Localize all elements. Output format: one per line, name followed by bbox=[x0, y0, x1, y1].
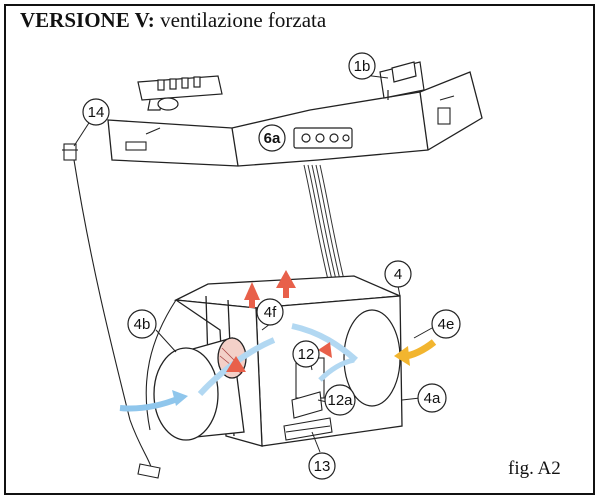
svg-text:13: 13 bbox=[314, 458, 331, 475]
airflow-blue-12a bbox=[318, 357, 355, 382]
svg-text:4e: 4e bbox=[438, 316, 455, 333]
airflow-red-1 bbox=[244, 282, 260, 300]
svg-text:4: 4 bbox=[394, 266, 402, 283]
airflow-red-4 bbox=[318, 342, 332, 358]
airflow-arrows bbox=[119, 270, 437, 412]
connector-block-6a bbox=[293, 127, 353, 149]
airflow-blue-right bbox=[291, 323, 358, 363]
diagram-title: VERSIONE V: ventilazione forzata bbox=[20, 8, 326, 33]
sensor-14 bbox=[62, 143, 78, 161]
control-panel-board bbox=[107, 71, 483, 167]
svg-text:1b: 1b bbox=[354, 58, 371, 75]
svg-text:4b: 4b bbox=[134, 316, 151, 333]
switch-component-1b bbox=[379, 61, 425, 100]
power-plug bbox=[137, 463, 161, 479]
callout-1b: 1b bbox=[348, 52, 376, 80]
board-slot-left bbox=[125, 127, 161, 151]
wire-harness bbox=[303, 164, 347, 289]
board-slot-right bbox=[437, 95, 455, 125]
sensor-cable bbox=[73, 159, 177, 471]
callout-4b: 4b bbox=[127, 309, 157, 339]
callout-12a: 12a bbox=[324, 384, 356, 416]
callout-4e: 4e bbox=[431, 309, 461, 339]
title-description: ventilazione forzata bbox=[154, 8, 327, 32]
callout-4: 4 bbox=[384, 260, 412, 288]
svg-text:4f: 4f bbox=[264, 304, 277, 321]
callout-4f: 4f bbox=[256, 298, 284, 326]
duct-cylinder-4b bbox=[153, 337, 247, 441]
svg-text:12: 12 bbox=[298, 346, 315, 363]
airflow-red-3 bbox=[226, 356, 246, 372]
svg-text:6a: 6a bbox=[264, 130, 281, 147]
callout-6a: 6a bbox=[258, 124, 286, 152]
callout-4a: 4a bbox=[417, 383, 447, 413]
callout-13: 13 bbox=[308, 452, 336, 480]
callout-14: 14 bbox=[82, 98, 110, 126]
svg-text:12a: 12a bbox=[327, 392, 353, 409]
terminal-bracket bbox=[137, 75, 223, 111]
svg-text:4a: 4a bbox=[424, 390, 441, 407]
airflow-red-2 bbox=[276, 270, 296, 288]
figure-label: fig. A2 bbox=[508, 458, 561, 479]
svg-text:14: 14 bbox=[88, 104, 105, 121]
title-version: VERSIONE V: bbox=[20, 8, 155, 32]
callout-12: 12 bbox=[292, 340, 320, 368]
